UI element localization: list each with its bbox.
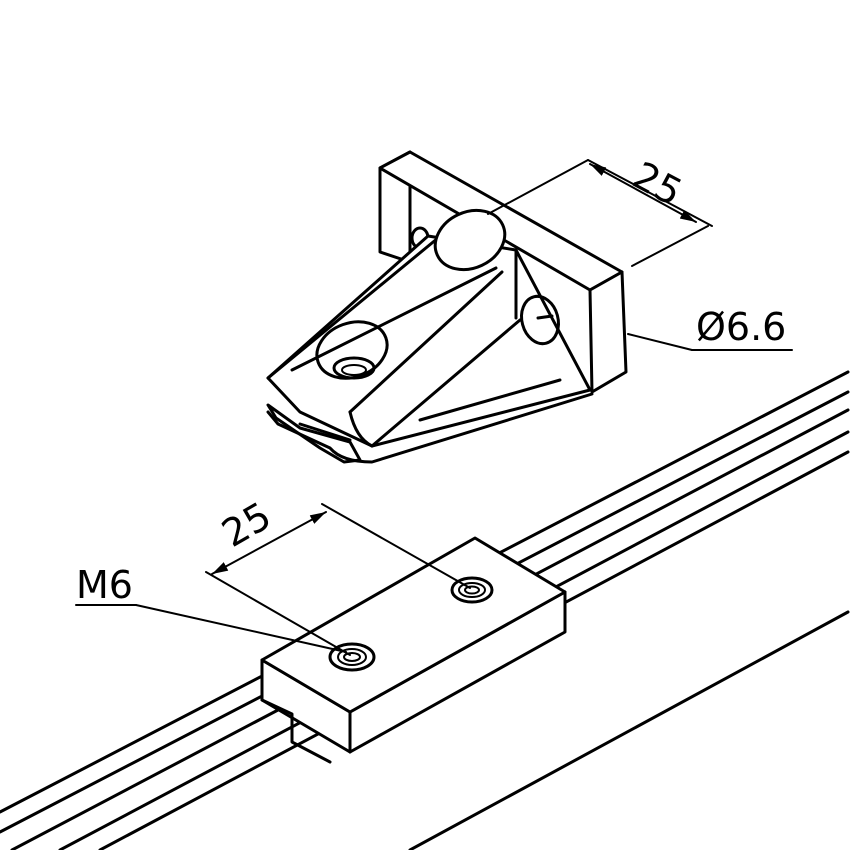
diameter-leader: Ø6.6	[627, 305, 793, 351]
clamp-part	[266, 150, 628, 464]
thread-label: M6	[76, 563, 133, 607]
diameter-label: Ø6.6	[696, 305, 786, 349]
bottom-dimension-label: 25	[215, 494, 279, 556]
top-dimension-label: 25	[626, 153, 689, 215]
m6-threaded-hole-front	[328, 642, 376, 672]
slider-block	[260, 536, 567, 764]
m6-threaded-hole-rear	[450, 576, 494, 604]
m6-leader: M6	[75, 563, 347, 653]
